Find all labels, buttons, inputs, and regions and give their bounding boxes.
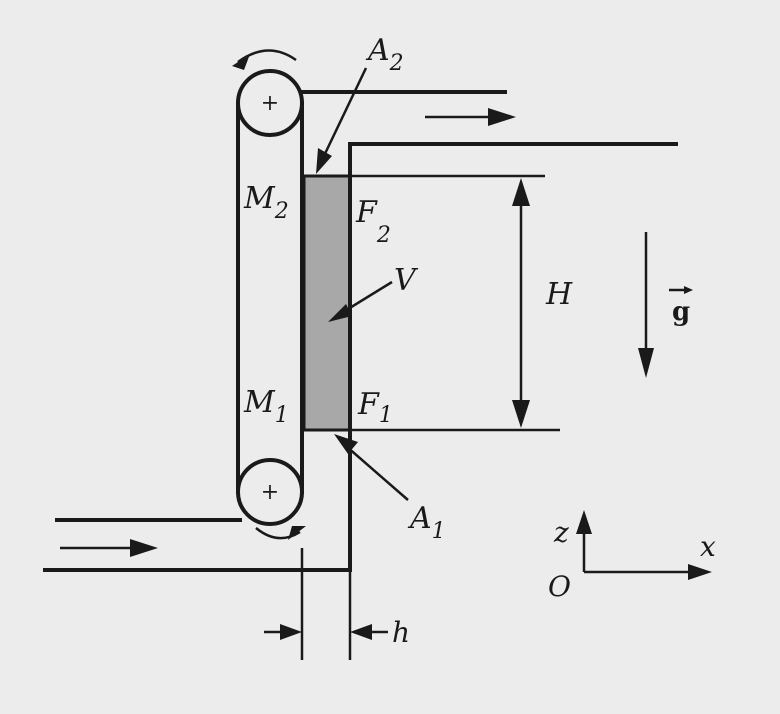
- z-axis-head: [576, 510, 592, 534]
- label-A2: A2: [365, 33, 404, 76]
- A2-leader: [320, 67, 368, 161]
- label-H: H: [545, 277, 573, 312]
- h-arrow-right-head: [350, 624, 372, 640]
- label-M1: M1: [243, 385, 289, 428]
- bottom-pulley: [236, 458, 304, 526]
- gravity-vector: g: [638, 232, 693, 378]
- label-g: g: [672, 297, 690, 327]
- bottom-rotation-arrowhead: [288, 526, 306, 540]
- label-M2: M2: [243, 181, 289, 224]
- top-rotation-arrowhead: [232, 54, 250, 70]
- coordinate-axes: z x O: [548, 510, 716, 603]
- bottom-rotation-arc: [255, 527, 301, 540]
- h-arrow-left-head: [280, 624, 302, 640]
- label-x: x: [700, 530, 716, 563]
- fluid-slab: [302, 174, 352, 432]
- outflow-arrow-head: [488, 108, 516, 126]
- gravity-arrow-head: [638, 348, 654, 378]
- bottom-pulley-plus: +: [261, 480, 279, 505]
- label-F1: F1: [357, 387, 393, 428]
- x-axis-head: [688, 564, 712, 580]
- A1-leader-head: [334, 434, 358, 454]
- width-dimension: h: [264, 548, 410, 660]
- top-pulley: [236, 69, 304, 137]
- height-arrow-down: [512, 400, 530, 428]
- belt: + +: [232, 49, 306, 540]
- V-leader: [339, 280, 393, 316]
- label-z: z: [553, 516, 569, 549]
- label-A1: A1: [407, 501, 446, 544]
- A1-leader: [345, 445, 409, 501]
- label-F2: F2: [355, 195, 391, 248]
- label-h: h: [392, 616, 410, 649]
- bottom-channel: [43, 428, 352, 572]
- V-leader-head: [328, 304, 352, 322]
- label-V: V: [394, 263, 419, 298]
- A2-leader-head: [316, 148, 332, 174]
- top-channel: [300, 90, 678, 178]
- height-arrow-up: [512, 178, 530, 206]
- label-O: O: [548, 570, 571, 603]
- g-vector-bar-head: [684, 286, 693, 294]
- top-pulley-plus: +: [261, 91, 279, 116]
- inflow-arrow-head: [130, 539, 158, 557]
- height-dimension: H: [512, 178, 573, 428]
